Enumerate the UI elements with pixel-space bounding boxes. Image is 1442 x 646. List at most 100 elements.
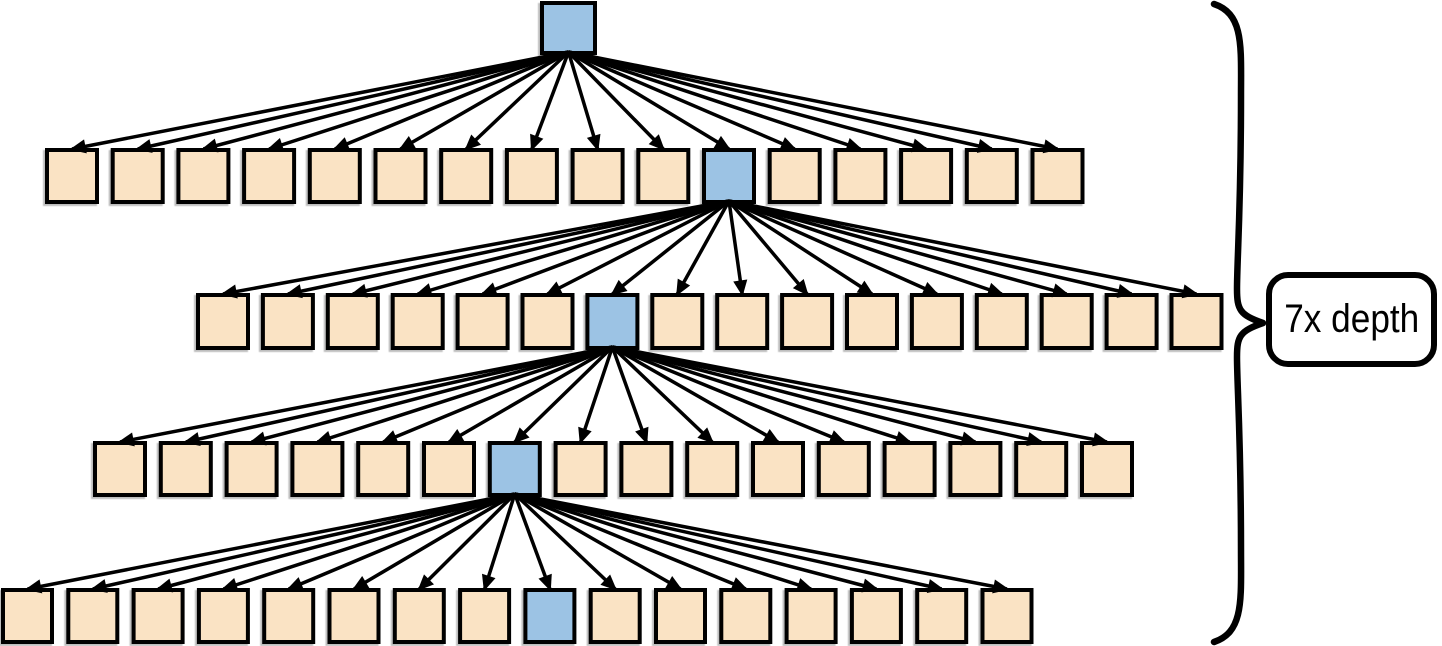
arrow-line — [530, 51, 571, 152]
arrow-line — [221, 492, 516, 592]
arrow-line — [25, 492, 516, 594]
arrow-line — [315, 345, 613, 445]
arrow-line — [728, 199, 1134, 298]
arrow-line — [567, 50, 665, 151]
arrow-line — [398, 50, 570, 151]
arrow-line — [612, 345, 1110, 447]
arrow-line — [351, 492, 516, 591]
arrow-line — [612, 345, 1044, 446]
arrow-line — [611, 345, 847, 444]
tree-node — [636, 148, 691, 204]
arrow-line — [567, 50, 797, 151]
tree-node — [455, 293, 510, 350]
tree-node — [390, 293, 445, 350]
highlighted-tree-node — [487, 441, 542, 497]
tree-node — [325, 293, 380, 350]
arrow-line — [69, 50, 569, 154]
tree-node — [816, 441, 871, 497]
arrow-line — [332, 50, 570, 151]
highlighted-tree-node — [540, 1, 597, 55]
tree-node — [458, 588, 512, 644]
tree-node — [909, 293, 964, 350]
arrow-line — [611, 345, 714, 444]
arrow-line — [514, 492, 879, 593]
tree-node — [356, 441, 411, 497]
arrow-line — [566, 51, 601, 152]
highlighted-tree-node — [523, 588, 577, 644]
arrow-edges — [25, 50, 1199, 594]
tree-node — [1169, 293, 1224, 350]
arrow-line — [568, 50, 995, 153]
tree-node — [242, 148, 297, 204]
arrow-line — [578, 346, 615, 445]
arrow-line — [545, 199, 730, 296]
arrow-line — [446, 345, 614, 444]
tree-node — [751, 441, 805, 497]
tree-node — [439, 148, 494, 204]
highlighted-tree-node — [585, 293, 640, 350]
tree-node — [715, 293, 770, 350]
tree-node — [654, 588, 707, 644]
tree-node — [260, 293, 315, 350]
arrow-line — [201, 50, 569, 153]
tree-node — [262, 588, 316, 644]
arrow-line — [117, 345, 613, 447]
arrow-line — [611, 345, 978, 446]
highlighted-tree-node — [702, 148, 756, 204]
arrow-line — [350, 199, 730, 298]
arrow-line — [220, 199, 730, 299]
arrow-line — [285, 199, 730, 299]
tree-node — [66, 588, 120, 644]
tree-node — [974, 293, 1029, 350]
tree-node — [619, 441, 674, 497]
arrow-line — [567, 50, 863, 152]
arrow-line — [727, 199, 809, 296]
tree-node — [784, 588, 838, 644]
arrow-line — [380, 345, 614, 444]
arrow-line — [513, 345, 614, 444]
node-boxes-layer — [1, 1, 1224, 644]
arrow-line — [513, 493, 552, 592]
arrow-line — [727, 200, 748, 297]
tree-node — [158, 441, 213, 497]
arrow-line — [90, 492, 516, 593]
arrow-line — [464, 50, 570, 151]
tree-node — [948, 441, 1003, 497]
tree-node — [290, 441, 345, 497]
tree-node — [176, 148, 231, 204]
arrow-line — [514, 492, 945, 593]
arrow-line — [183, 345, 613, 446]
tree-node — [131, 588, 185, 644]
arrow-line — [568, 50, 929, 153]
arrow-line — [567, 50, 732, 151]
arrow-line — [568, 50, 1060, 154]
arrow-line — [675, 200, 731, 297]
tree-node — [964, 148, 1019, 204]
tree-node — [833, 148, 888, 204]
tree-node — [588, 588, 642, 644]
tree-node — [224, 441, 279, 497]
depth-label-text: 7x depth — [1283, 297, 1420, 341]
tree-node — [780, 293, 835, 350]
tree-node — [373, 148, 428, 204]
arrow-line — [728, 199, 1005, 297]
arrow-line — [610, 199, 731, 296]
tree-node — [196, 588, 250, 644]
arrow-line — [513, 492, 683, 591]
tree-node — [553, 441, 608, 497]
tree-node — [392, 588, 446, 644]
tree-node — [196, 293, 250, 350]
arrow-line — [135, 50, 569, 153]
arrow-line — [610, 346, 649, 445]
tree-node — [1030, 148, 1085, 204]
arrow-line — [728, 199, 875, 296]
tree-node — [110, 148, 165, 204]
arrow-line — [728, 199, 940, 296]
arrow-line — [728, 199, 1199, 299]
arrow-line — [415, 199, 730, 297]
curly-brace — [1210, 0, 1267, 646]
arrow-line — [611, 345, 781, 444]
tree-node — [650, 293, 705, 350]
tree-node — [45, 148, 99, 204]
tree-node — [1080, 441, 1134, 497]
